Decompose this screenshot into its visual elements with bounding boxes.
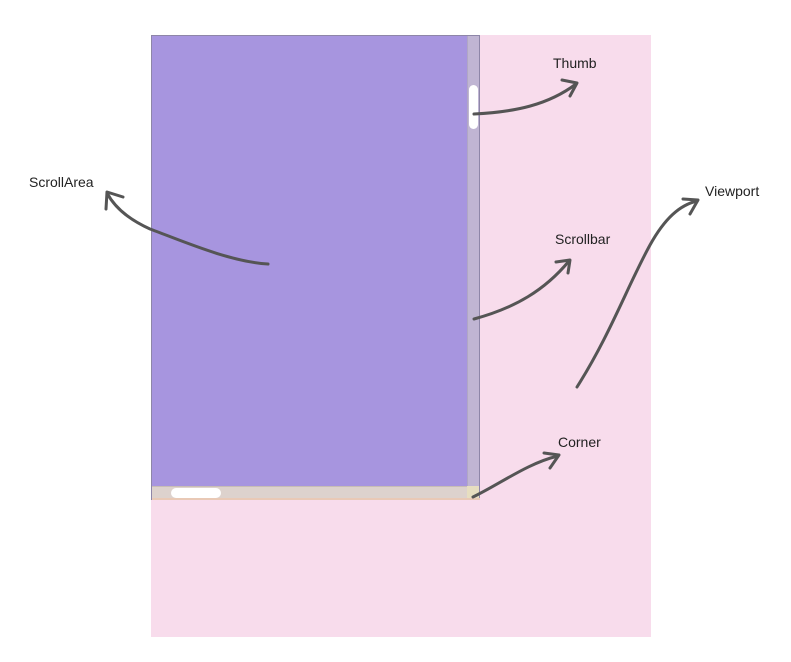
scroll-area-arrow [105,191,270,266]
thumb-label: Thumb [553,55,597,71]
viewport-arrow [575,199,699,389]
corner-arrow [471,454,560,499]
viewport-label: Viewport [705,183,760,199]
thumb-arrowhead [560,78,579,98]
scrollbar-label: Scrollbar [555,231,611,247]
scroll-area-arrowhead [104,190,125,211]
thumb-arrow [472,82,578,116]
corner-label: Corner [558,434,601,450]
horizontal-thumb [171,488,221,498]
viewport-arrowhead [681,197,700,216]
horizontal-scrollbar [152,486,467,499]
scroll-area-region [151,35,480,500]
scroll-area-label: ScrollArea [29,174,94,190]
corner-arrowhead [542,451,561,470]
vertical-scrollbar [467,36,479,488]
vertical-thumb [469,85,478,129]
scrollbar-arrowhead [554,258,572,275]
scrollbar-arrow [472,259,571,321]
bottom-edge-line [152,498,480,500]
